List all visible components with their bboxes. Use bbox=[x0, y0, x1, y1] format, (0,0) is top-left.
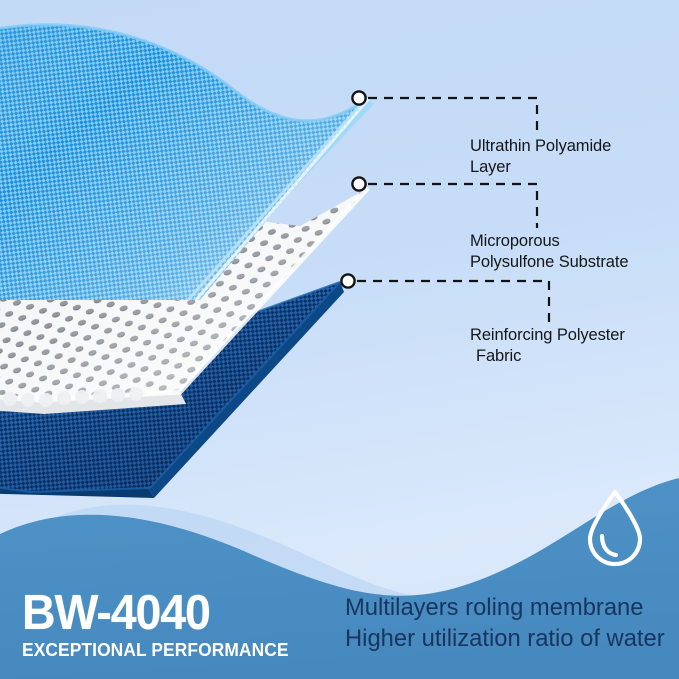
callout-label-line-2: Layer bbox=[470, 157, 511, 176]
callout-label-line-1: Microporous bbox=[470, 232, 560, 250]
product-model-name: BW-4040 bbox=[22, 586, 211, 640]
callout-marker-3 bbox=[340, 273, 356, 289]
callout-marker-1 bbox=[351, 90, 367, 106]
leader-line-1 bbox=[368, 96, 539, 135]
polyamide-layer bbox=[0, 23, 374, 302]
wave-banner bbox=[0, 478, 679, 679]
callout-label-line-1: Ultrathin Polyamide bbox=[470, 137, 612, 155]
product-model-block: BW-4040 EXCEPTIONAL PERFORMANCE bbox=[22, 588, 306, 660]
callout-label-microporous-polysulfone-substrate: Microporous Polysulfone Substrate bbox=[470, 231, 629, 272]
benefit-line-1: Multilayers roling membrane bbox=[345, 594, 644, 621]
callout-label-line-1: Reinforcing Polyester bbox=[470, 326, 625, 344]
leader-line-3 bbox=[357, 279, 551, 322]
callout-label-line-2: Polysulfone Substrate bbox=[470, 252, 629, 271]
wave-front bbox=[0, 478, 679, 679]
product-benefits-block: Multilayers roling membrane Higher utili… bbox=[345, 592, 665, 654]
callout-marker-2 bbox=[351, 176, 367, 192]
callout-label-reinforcing-polyester-fabric: Reinforcing Polyester Fabric bbox=[470, 325, 625, 366]
callout-label-line-2: Fabric bbox=[476, 346, 522, 365]
water-drop-icon bbox=[583, 487, 647, 567]
benefit-line-2: Higher utilization ratio of water bbox=[345, 625, 665, 652]
callout-label-ultrathin-polyamide-layer: Ultrathin Polyamide Layer bbox=[470, 136, 611, 177]
leader-line-2 bbox=[368, 182, 539, 228]
product-tagline: EXCEPTIONAL PERFORMANCE bbox=[22, 639, 289, 660]
